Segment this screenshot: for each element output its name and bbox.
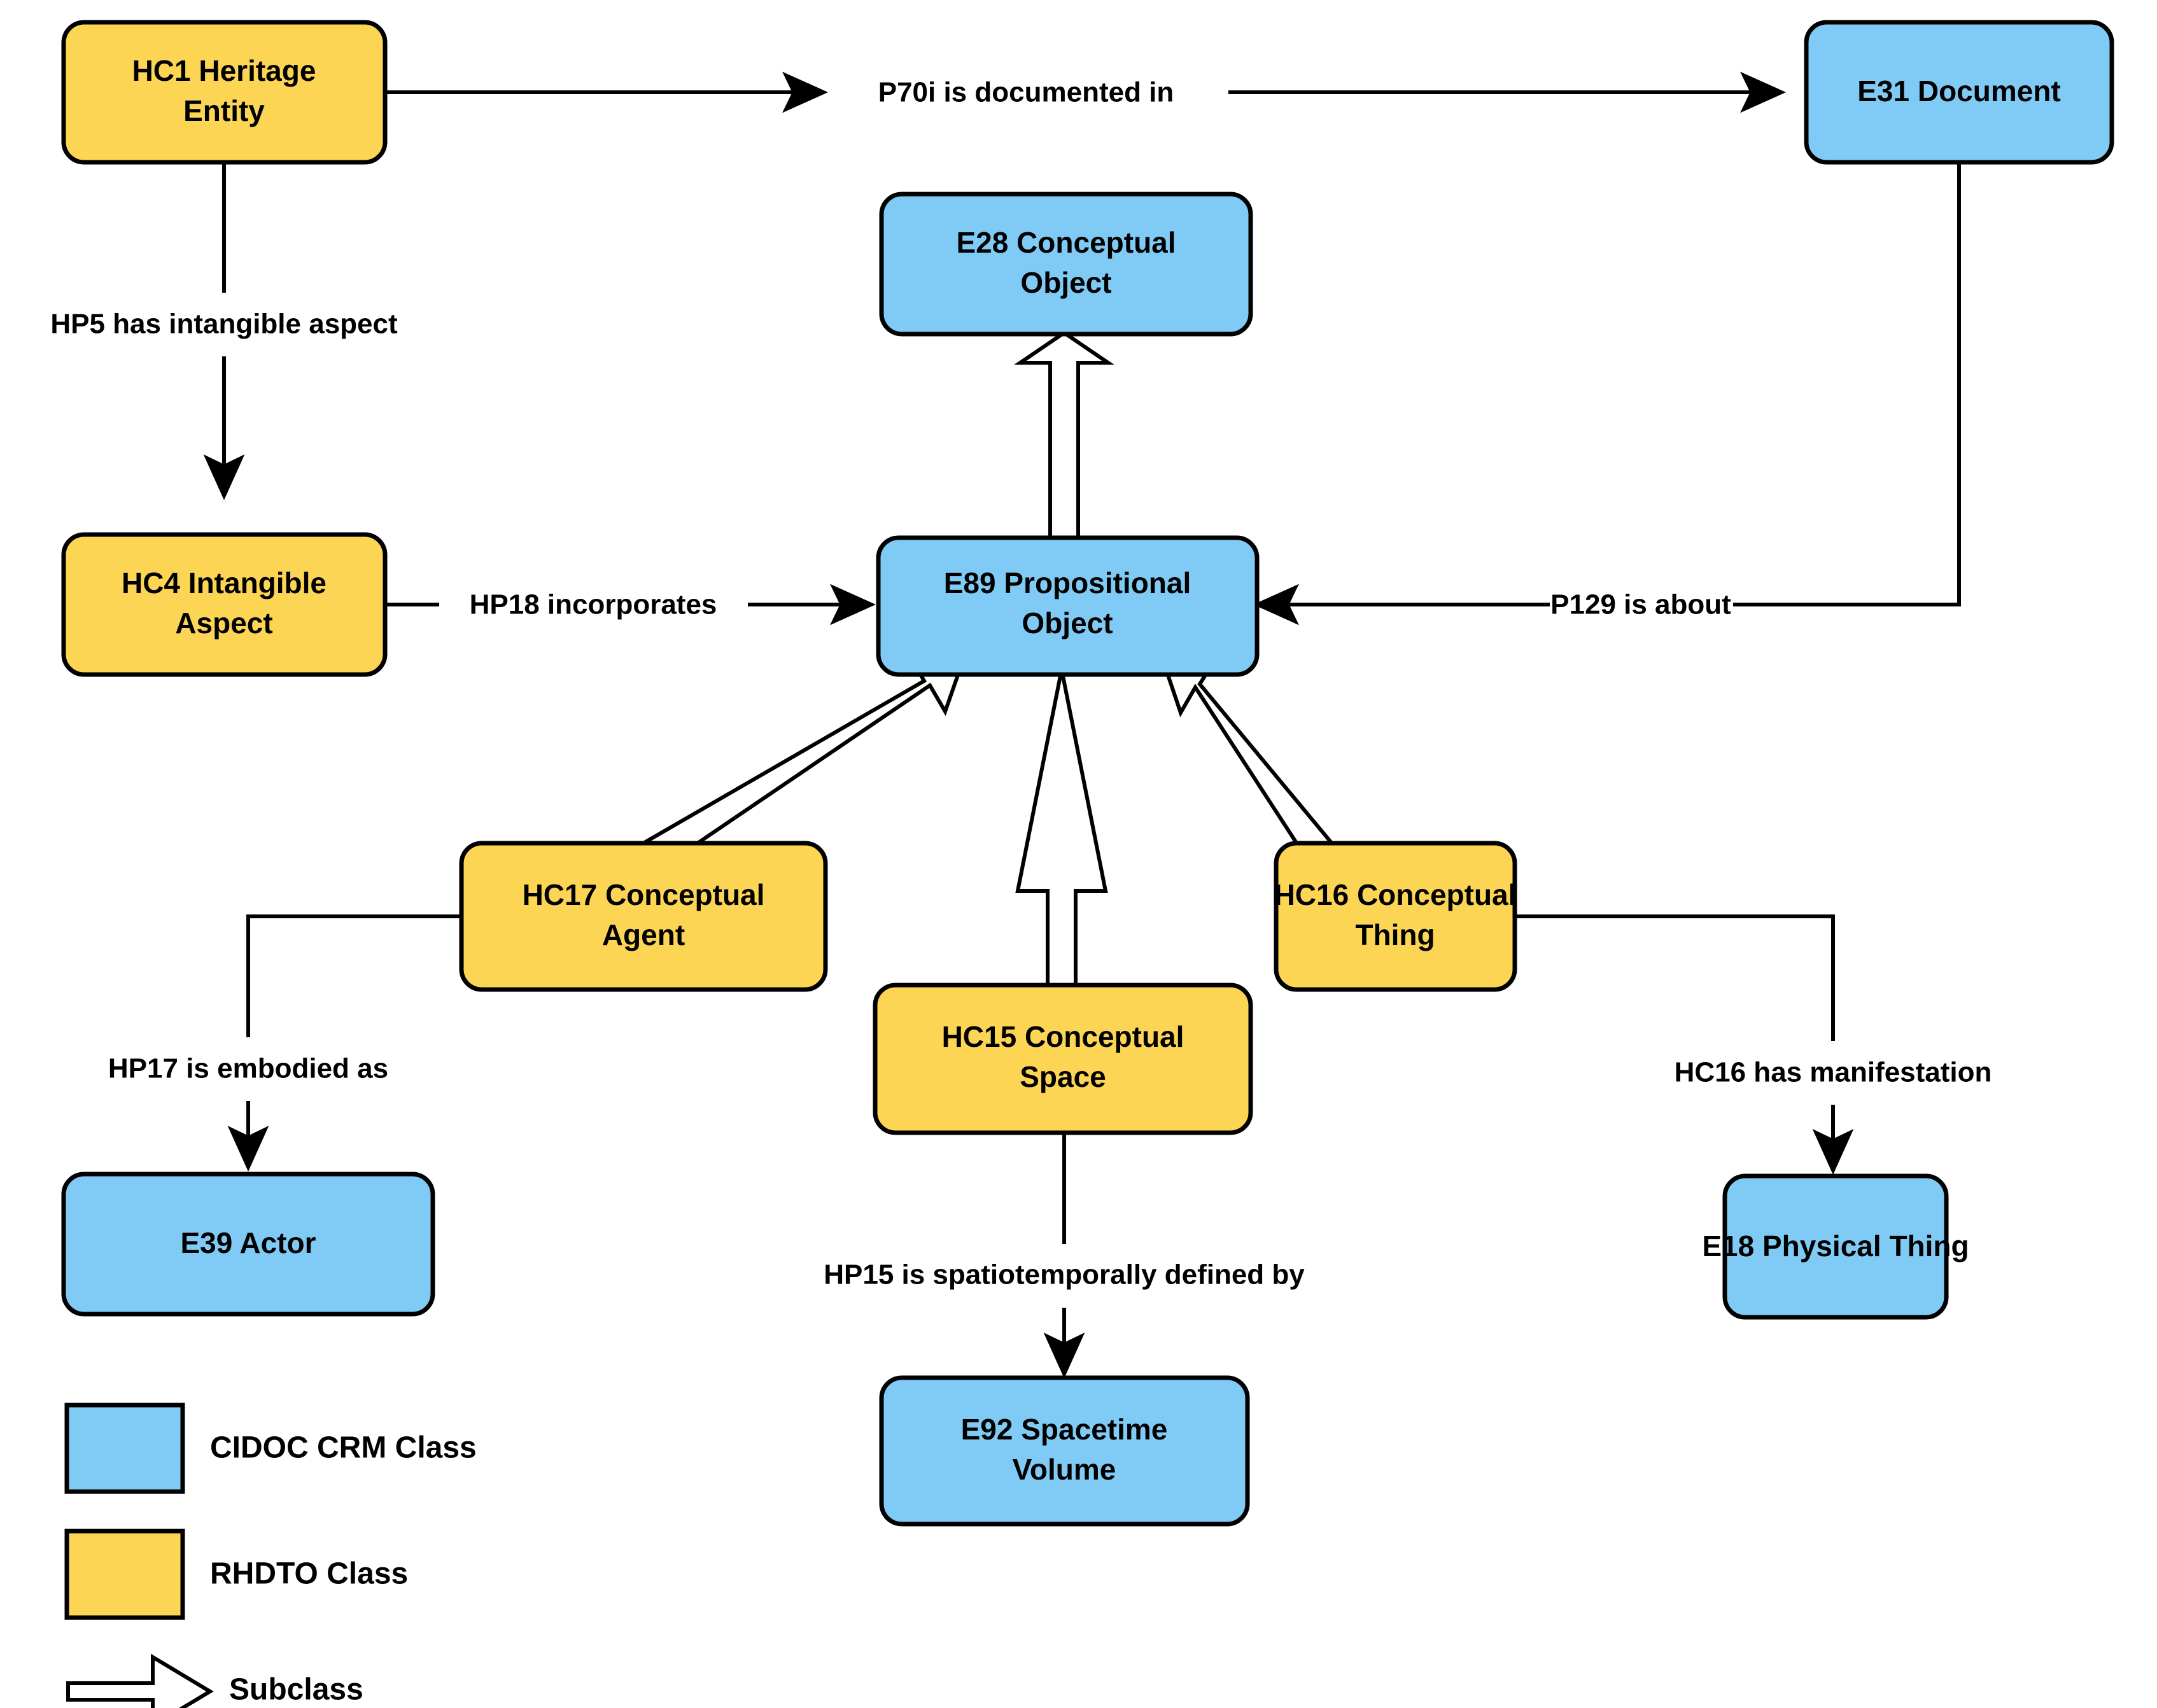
node-label-line1: HC4 Intangible <box>122 566 327 599</box>
subclass-arrow-icon <box>66 1653 214 1708</box>
edge-label-hp17: HP17 is embodied as <box>108 1053 388 1084</box>
legend-label-subclass: Subclass <box>229 1673 363 1707</box>
edge-line <box>1733 162 1961 606</box>
node-e39-actor[interactable]: E39 Actor <box>61 1172 435 1317</box>
subclass-arrow-hc17-to-e89 <box>643 652 966 871</box>
edge-label-hp18: HP18 incorporates <box>470 589 717 620</box>
subclass-arrow-hc16-to-e89 <box>1160 654 1333 871</box>
node-hc17-conceptual-agent[interactable]: HC17 Conceptual Agent <box>459 841 828 992</box>
edge-p70i-is-documented-in: P70i is documented in <box>385 71 1786 113</box>
edge-hp15-is-spatiotemporally-defined-by: HP15 is spatiotemporally defined by <box>824 1133 1305 1378</box>
node-e18-physical-thing[interactable]: E18 Physical Thing <box>1702 1173 1969 1320</box>
node-label-line1: E18 Physical Thing <box>1702 1229 1969 1263</box>
edge-hp17-is-embodied-as: HP17 is embodied as <box>108 914 461 1172</box>
node-label-line2: Object <box>1020 266 1111 299</box>
legend-label-cidoc: CIDOC CRM Class <box>210 1431 477 1465</box>
cidoc-class-swatch-icon <box>64 1403 185 1494</box>
edge-label-p129: P129 is about <box>1550 589 1731 620</box>
subclass-arrow-hc15-to-e89 <box>1015 669 1108 987</box>
node-label-line1: E28 Conceptual <box>956 226 1176 259</box>
node-label-line2: Aspect <box>175 606 272 640</box>
node-label-line2: Agent <box>602 918 685 951</box>
node-label-line1: HC15 Conceptual <box>942 1020 1184 1053</box>
node-label-line1: E89 Propositional <box>944 566 1191 599</box>
node-box[interactable] <box>873 983 1253 1135</box>
subclass-arrow-e89-to-e28 <box>1014 330 1114 540</box>
edge-label-p70i: P70i is documented in <box>878 77 1174 108</box>
node-label-line2: Thing <box>1355 918 1435 951</box>
node-hc4-intangible-aspect[interactable]: HC4 Intangible Aspect <box>61 532 388 677</box>
node-box[interactable] <box>879 192 1253 337</box>
edge-label-hp15: HP15 is spatiotemporally defined by <box>824 1259 1305 1291</box>
block-arrow-shape <box>1014 330 1114 540</box>
node-box[interactable] <box>61 1172 435 1317</box>
node-label-line1: HC1 Heritage <box>132 54 316 87</box>
node-box[interactable] <box>61 20 388 165</box>
block-arrow-shape <box>1160 654 1333 871</box>
node-hc16-conceptual-thing[interactable]: HC16 Conceptual Thing <box>1274 841 1517 992</box>
edge-hp18-incorporates: HP18 incorporates <box>385 584 876 626</box>
legend-label-rhdto: RHDTO Class <box>210 1557 408 1591</box>
node-e89-propositional-object[interactable]: E89 Propositional Object <box>876 535 1260 677</box>
node-label-line1: HC16 Conceptual <box>1274 878 1517 911</box>
node-e31-document[interactable]: E31 Document <box>1804 20 2114 165</box>
node-e28-conceptual-object[interactable]: E28 Conceptual Object <box>879 192 1253 337</box>
edge-label-hp5: HP5 has intangible aspect <box>50 309 398 340</box>
node-box[interactable] <box>61 532 388 677</box>
node-label-line1: E92 Spacetime <box>961 1413 1168 1446</box>
legend-item-rhdto-class: RHDTO Class <box>64 1529 408 1620</box>
edge-line <box>246 914 461 1037</box>
node-hc1-heritage-entity[interactable]: HC1 Heritage Entity <box>61 20 388 165</box>
node-box[interactable] <box>459 841 828 992</box>
edge-label-hc16-manifestation: HC16 has manifestation <box>1675 1057 1992 1088</box>
node-box[interactable] <box>1804 20 2114 165</box>
node-box[interactable] <box>1274 841 1517 992</box>
edge-line <box>1515 914 1835 1041</box>
node-box[interactable] <box>1722 1173 1949 1320</box>
block-arrow-shape <box>643 652 966 871</box>
edge-p129-is-about: P129 is about <box>1253 162 1961 626</box>
block-arrow-shape <box>1015 669 1108 987</box>
node-label-line2: Volume <box>1013 1453 1116 1486</box>
rhdto-class-swatch-icon <box>64 1529 185 1620</box>
node-label-line1: E31 Document <box>1857 74 2061 108</box>
node-box[interactable] <box>876 535 1260 677</box>
legend-item-cidoc-crm-class: CIDOC CRM Class <box>64 1403 477 1494</box>
node-hc15-conceptual-space[interactable]: HC15 Conceptual Space <box>873 983 1253 1135</box>
edge-hp5-has-intangible-aspect: HP5 has intangible aspect <box>50 162 398 500</box>
legend: CIDOC CRM Class RHDTO Class Subclass Pro… <box>64 1403 477 1708</box>
node-label-line1: HC17 Conceptual <box>523 878 765 911</box>
node-label-line2: Space <box>1020 1060 1106 1093</box>
edge-hc16-has-manifestation: HC16 has manifestation <box>1515 914 1992 1175</box>
node-label-line2: Object <box>1022 606 1113 640</box>
node-box[interactable] <box>879 1375 1250 1527</box>
node-label-line2: Entity <box>183 94 265 127</box>
legend-item-subclass: Subclass <box>66 1653 363 1708</box>
node-label-line1: E39 Actor <box>180 1226 316 1259</box>
node-e92-spacetime-volume[interactable]: E92 Spacetime Volume <box>879 1375 1250 1527</box>
